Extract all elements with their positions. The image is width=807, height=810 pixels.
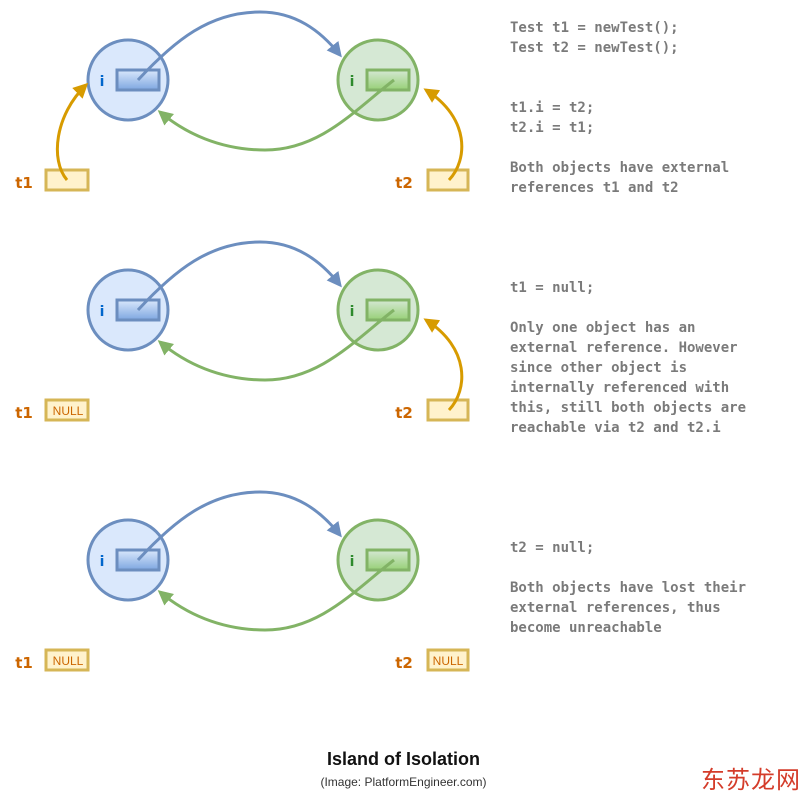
caption-title: Island of Isolation [326, 749, 480, 769]
description-line [510, 138, 800, 158]
reference-arrow-a-to-b [136, 240, 342, 312]
description-line: references t1 and t2 [510, 180, 679, 196]
t2-reference-arrow [423, 318, 464, 412]
t1-reference-arrow [55, 82, 89, 181]
description-line [510, 298, 800, 318]
description-line: t1 = null; [510, 280, 595, 296]
t1-label: t1 [15, 654, 33, 672]
description-line: t1.i = t2; [510, 100, 595, 116]
panel-1-description: Test t1 = newTest(); Test t2 = newTest();… [510, 18, 800, 198]
reference-arrow-a-to-b [136, 10, 342, 82]
description-line: Both objects have lost their [510, 580, 747, 596]
object-a-field-label: i [100, 74, 105, 90]
panel-3: i i t1 NULL t2 NULL [15, 490, 470, 672]
description-line: external reference. However [510, 340, 738, 356]
t1-box [44, 398, 90, 422]
t1-null-label: NULL [53, 404, 84, 418]
t2-box [426, 168, 470, 192]
object-b-field-label: i [350, 304, 355, 320]
t1-label: t1 [15, 174, 33, 192]
description-line [510, 58, 800, 78]
description-line: Test t2 = newTest(); [510, 40, 679, 56]
reference-arrow-b-to-a [157, 558, 395, 632]
t1-label: t1 [15, 404, 33, 422]
reference-arrow-a-to-b [136, 490, 342, 562]
description-line: become unreachable [510, 620, 662, 636]
caption-credit: (Image: PlatformEngineer.com) [320, 775, 487, 789]
t2-label: t2 [395, 654, 413, 672]
description-line [510, 558, 800, 578]
watermark: 东苏龙网 [701, 766, 801, 794]
t2-label: t2 [395, 404, 413, 422]
description-line: Both objects have external [510, 160, 730, 176]
object-b-field-box [365, 298, 411, 322]
description-line: Test t1 = newTest(); [510, 20, 679, 36]
description-line [510, 78, 800, 98]
description-line: internally referenced with [510, 380, 730, 396]
panel-2: i i t1 NULL t2 [15, 240, 470, 422]
object-b-field-box [365, 548, 411, 572]
reference-arrow-b-to-a [157, 78, 395, 152]
description-line: reachable via t2 and t2.i [510, 420, 721, 436]
panel-3-description: t2 = null; Both objects have lost their ex… [510, 538, 800, 638]
description-line: t2.i = t1; [510, 120, 595, 136]
t2-box [426, 648, 470, 672]
object-b-field-label: i [350, 74, 355, 90]
object-b-field-label: i [350, 554, 355, 570]
description-line: t2 = null; [510, 540, 595, 556]
t2-null-label: NULL [433, 654, 464, 668]
description-line: external references, thus [510, 600, 721, 616]
panel-1: i i t1 t2 [15, 10, 470, 192]
t1-box [44, 648, 90, 672]
description-line: Only one object has an [510, 320, 696, 336]
t2-label: t2 [395, 174, 413, 192]
panel-2-description: t1 = null; Only one object has an external… [510, 278, 800, 438]
t1-null-label: NULL [53, 654, 84, 668]
object-a-field-label: i [100, 304, 105, 320]
t2-reference-arrow [423, 88, 464, 182]
t2-box [426, 398, 470, 422]
description-line: since other object is [510, 360, 688, 376]
description-line: this, still both objects are [510, 400, 747, 416]
object-a-field-label: i [100, 554, 105, 570]
object-b-field-box [365, 68, 411, 92]
reference-arrow-b-to-a [157, 308, 395, 382]
